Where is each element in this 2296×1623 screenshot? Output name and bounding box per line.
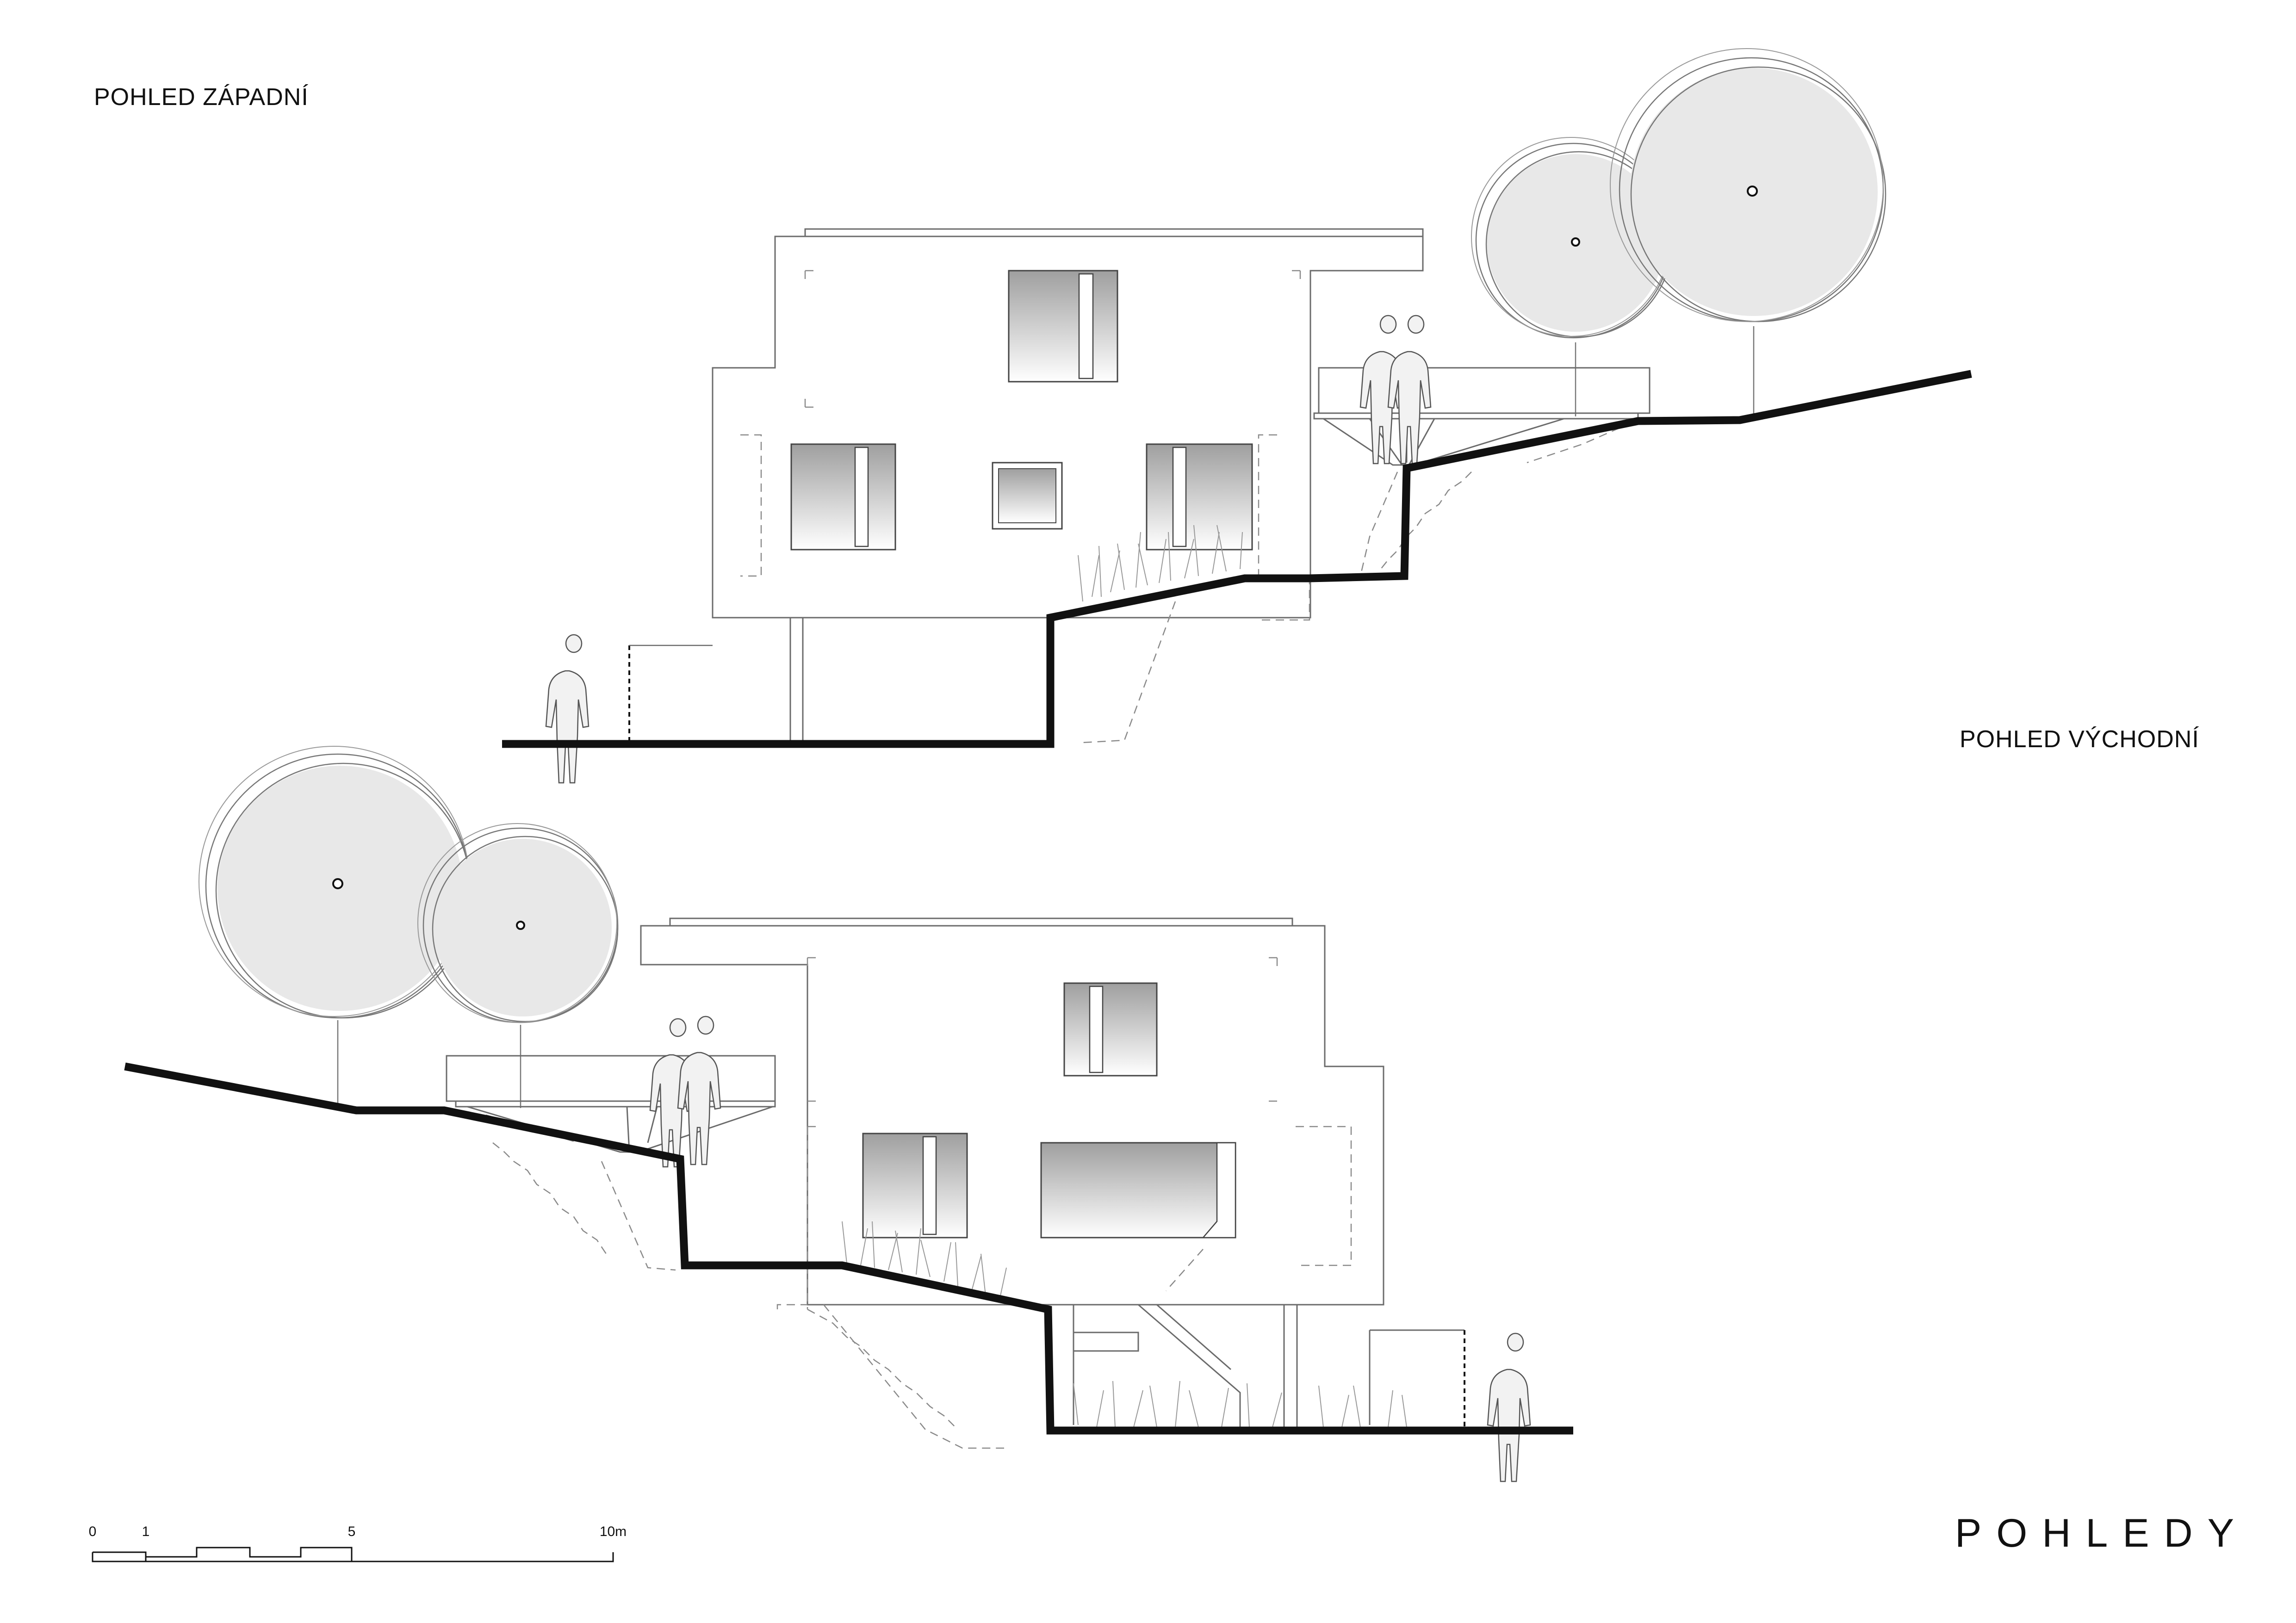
- east-window-lower-left: [862, 1133, 968, 1239]
- west-elevation-title: POHLED ZÁPADNÍ: [94, 84, 309, 111]
- tree-west-large: [1610, 48, 1886, 416]
- west-person-ground: [545, 634, 590, 784]
- east-window-upper: [1063, 982, 1158, 1077]
- east-person-terrace-2: [677, 1016, 721, 1165]
- west-window-right: [1146, 443, 1253, 551]
- east-person-ground: [1487, 1332, 1531, 1482]
- scale-bar: 0 1 5 10m: [89, 1524, 627, 1562]
- west-window-small: [992, 462, 1063, 530]
- west-terrain-line: [502, 370, 1972, 748]
- tree-east-small: [417, 823, 619, 1108]
- tree-east-large: [199, 746, 472, 1108]
- east-elevation: [124, 746, 1573, 1482]
- west-grass: [1078, 525, 1243, 602]
- west-elevation: [502, 48, 1972, 784]
- scale-tick-label: 0: [89, 1524, 97, 1539]
- scale-tick-label: 1: [142, 1524, 150, 1539]
- west-person-terrace-2: [1387, 315, 1432, 465]
- east-elevation-title: POHLED VÝCHODNÍ: [1960, 726, 2199, 753]
- scale-tick-label: 5: [348, 1524, 356, 1539]
- sheet-title: POHLEDY: [1955, 1511, 2249, 1555]
- west-hidden-lines: [740, 270, 1620, 743]
- west-building: [712, 228, 1651, 740]
- west-window-left: [790, 443, 896, 551]
- east-window-wide: [1040, 1142, 1236, 1239]
- east-grass: [842, 1221, 1407, 1428]
- east-terrain-line: [124, 1062, 1573, 1435]
- scale-tick-label: 10m: [600, 1524, 627, 1539]
- west-window-upper: [1008, 270, 1118, 383]
